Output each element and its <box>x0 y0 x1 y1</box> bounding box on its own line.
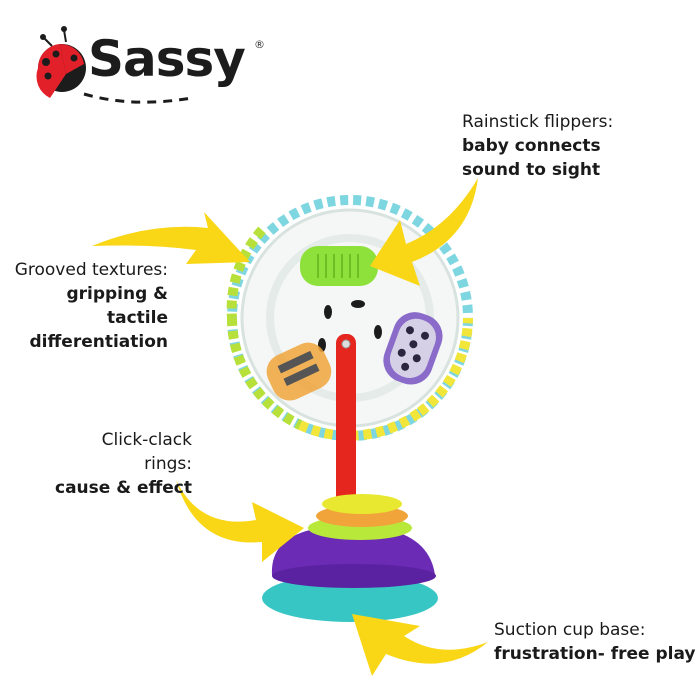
orange-flipper <box>266 342 332 401</box>
callout-body: differentiation <box>29 332 168 352</box>
callout-heading: Suction cup base: <box>494 620 646 640</box>
arrow-clickclack <box>176 480 304 562</box>
callout-heading: Click-clack rings: <box>101 430 192 474</box>
callout-body: cause & effect <box>55 478 192 498</box>
red-stem <box>336 334 356 524</box>
ladybug-icon <box>36 26 193 104</box>
arrow-rainstick <box>370 178 478 286</box>
green-flipper <box>300 246 378 286</box>
callout-heading: Grooved textures: <box>14 260 168 280</box>
callout-body: gripping & tactile <box>66 284 168 328</box>
brand-name: Sassy <box>88 30 246 88</box>
arrow-grooved <box>92 212 250 264</box>
callout-body: frustration- free play <box>494 644 696 664</box>
purple-flipper <box>383 312 443 385</box>
callout-clickclack: Click-clack rings: cause & effect <box>50 428 192 500</box>
hub-dots <box>318 300 382 352</box>
callout-rainstick: Rainstick flippers: baby connects sound … <box>462 110 613 182</box>
callout-suction: Suction cup base: frustration- free play <box>494 618 695 666</box>
arrow-suction <box>352 614 488 676</box>
registered-mark: ® <box>254 38 265 51</box>
callout-heading: Rainstick flippers: <box>462 112 614 132</box>
callout-arrows <box>92 178 488 676</box>
click-clack-rings <box>308 494 412 540</box>
callout-body: baby connects <box>462 136 601 156</box>
sassy-logo: Sassy ® <box>22 24 265 104</box>
callout-grooved: Grooved textures: gripping & tactile dif… <box>10 258 168 354</box>
callout-body: sound to sight <box>462 160 601 180</box>
